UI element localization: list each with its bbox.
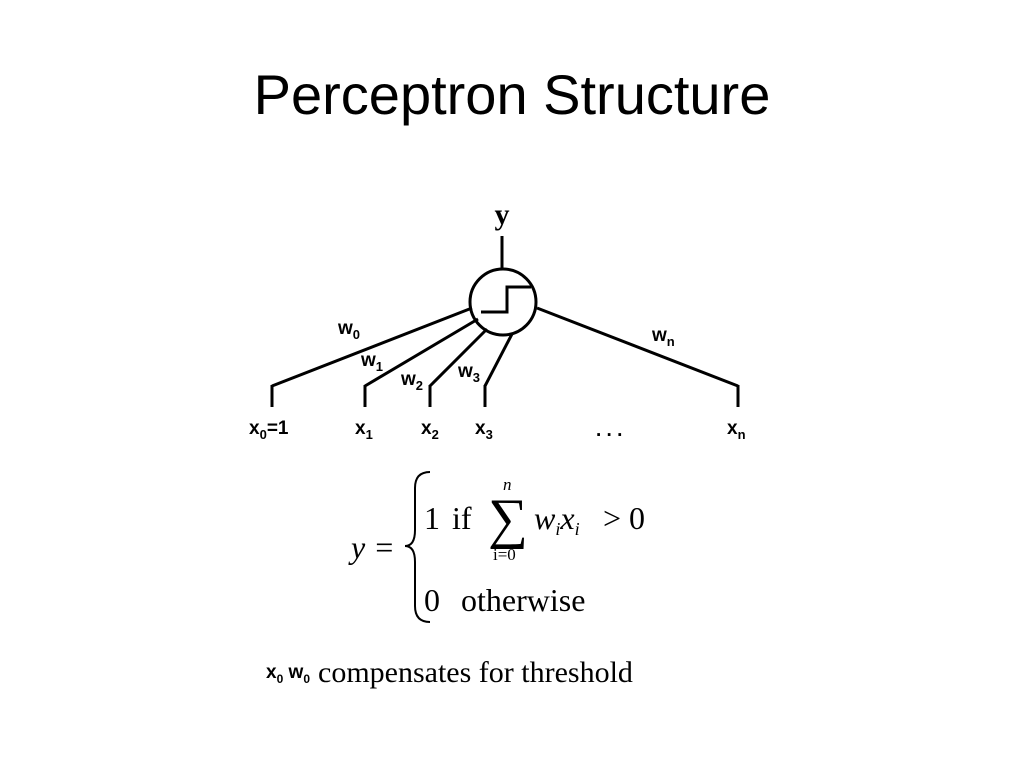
sum-term: wixi xyxy=(534,500,580,539)
input-ellipsis: . . . xyxy=(596,420,622,441)
weight-label-wn: wn xyxy=(651,325,675,349)
formula-brace xyxy=(404,471,431,623)
weight-label-w0: w0 xyxy=(337,318,360,342)
input-label-xn: xn xyxy=(727,418,746,442)
formula-lhs: y = xyxy=(348,529,395,565)
threshold-note: x0 w0 compensates for threshold xyxy=(266,656,633,696)
connection-w2 xyxy=(428,327,489,388)
case1-value: 1 xyxy=(424,500,440,536)
activation-formula: y = 1 if ∑ n i=0 wixi > 0 0 otherwise xyxy=(348,471,645,623)
step-function-icon xyxy=(481,285,531,314)
comparison: > 0 xyxy=(603,500,645,536)
connection-w1 xyxy=(364,317,479,388)
weight-label-w1: w1 xyxy=(360,350,383,374)
output-label: y xyxy=(495,198,510,231)
input-label-x0: x0=1 xyxy=(249,418,289,442)
sum-lower-limit: i=0 xyxy=(493,545,516,564)
threshold-note-text: compensates for threshold xyxy=(318,656,633,689)
case2-value: 0 xyxy=(424,582,440,618)
case2-text: otherwise xyxy=(461,582,585,618)
neuron-node xyxy=(468,267,538,337)
sum-symbol: ∑ xyxy=(488,488,528,550)
input-label-x2: x2 xyxy=(421,418,439,442)
case1-if: if xyxy=(452,500,472,536)
connection-wn xyxy=(536,306,739,388)
bias-term: x0 w0 xyxy=(266,662,311,686)
connection-w3 xyxy=(483,333,514,387)
sum-upper-limit: n xyxy=(503,475,512,494)
weight-label-w2: w2 xyxy=(400,369,423,393)
weight-label-w3: w3 xyxy=(457,361,480,385)
input-label-x1: x1 xyxy=(355,418,373,442)
connection-w0 xyxy=(271,306,473,388)
input-label-x3: x3 xyxy=(475,418,493,442)
slide-title: Perceptron Structure xyxy=(253,63,771,126)
